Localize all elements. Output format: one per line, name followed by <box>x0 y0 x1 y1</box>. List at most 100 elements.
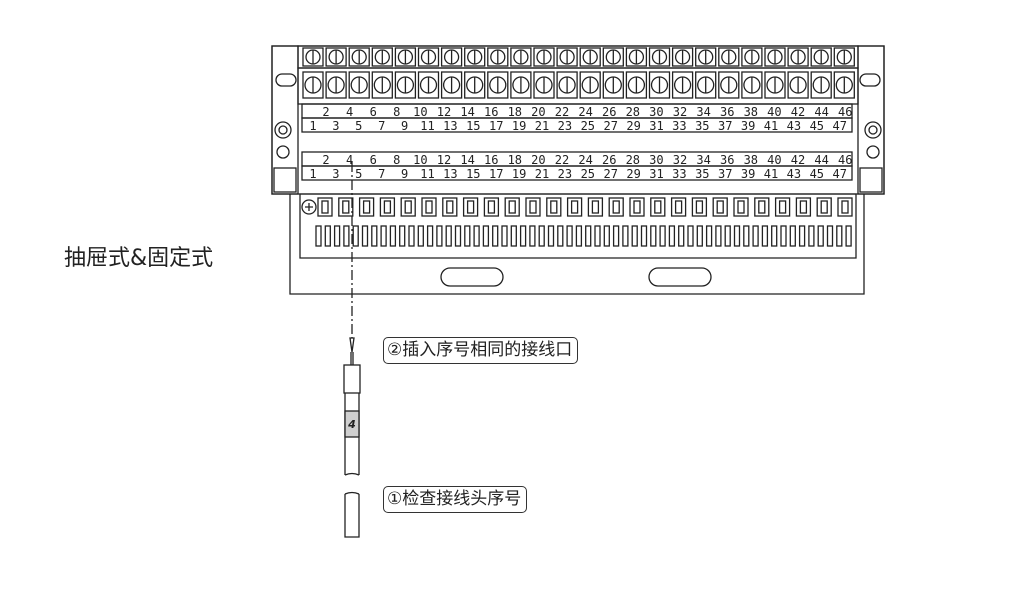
screw-cell-bottom <box>741 71 763 99</box>
screw-cell-top <box>695 47 717 67</box>
terminal-number: 11 <box>420 119 434 133</box>
terminal-number: 28 <box>626 153 640 167</box>
terminal-number: 7 <box>378 119 385 133</box>
terminal-number: 4 <box>346 153 353 167</box>
socket-slot <box>754 197 770 217</box>
terminal-number: 11 <box>420 167 434 181</box>
terminal-number: 45 <box>810 167 824 181</box>
connector-fin <box>612 225 620 247</box>
wire-with-connector: 4 <box>343 162 361 538</box>
terminal-number: 41 <box>764 119 778 133</box>
number-strip-odd <box>301 165 853 181</box>
screw-cell-top <box>371 47 393 67</box>
terminal-number: 6 <box>370 105 377 119</box>
screw-cell-bottom <box>348 71 370 99</box>
screw-cell-top <box>394 47 417 67</box>
mount-type-label: 抽屉式&固定式 <box>64 246 214 271</box>
terminal-number: 37 <box>718 167 732 181</box>
screw-cell-top <box>671 47 694 67</box>
connector-fin <box>743 225 750 247</box>
connector-fin <box>566 225 573 247</box>
connector-fin <box>845 225 852 247</box>
connector-fin <box>733 225 741 247</box>
terminal-number: 8 <box>393 105 400 119</box>
connector-fin <box>696 225 703 247</box>
connector-fin <box>426 225 434 247</box>
connector-fin <box>789 225 796 247</box>
terminal-number: 19 <box>512 119 526 133</box>
screw-cell-top <box>602 47 624 67</box>
terminal-number: 36 <box>720 153 734 167</box>
step-text: 检查接线头序号 <box>402 489 522 509</box>
socket-slot <box>462 197 479 217</box>
terminal-number: 7 <box>378 167 385 181</box>
screw-cell-top <box>510 47 532 67</box>
socket-pin <box>508 200 516 214</box>
wire-tag <box>344 410 360 438</box>
connector-fin <box>705 225 713 247</box>
connector-fin <box>510 225 517 247</box>
socket-slot <box>317 197 333 217</box>
terminal-number: 25 <box>581 167 595 181</box>
screw-cell-top <box>579 47 601 67</box>
number-strip-odd <box>301 117 853 133</box>
terminal-number: 12 <box>437 153 451 167</box>
socket-slot <box>587 197 604 217</box>
connector-fin <box>492 225 499 247</box>
right-hole <box>866 145 880 159</box>
connector-fin <box>752 225 759 247</box>
screw-cell-top <box>556 47 578 67</box>
socket-pin <box>342 200 350 214</box>
socket-slot <box>608 197 624 217</box>
screw-cell-bottom <box>695 71 717 99</box>
connector-fin <box>519 225 527 247</box>
socket-slot <box>837 197 853 217</box>
screw-cell-top <box>625 47 648 67</box>
terminal-number: 32 <box>673 153 687 167</box>
terminal-number: 9 <box>401 167 408 181</box>
mounting-slot-right <box>648 267 712 287</box>
connector-fin <box>678 225 685 247</box>
wire-break-lower <box>344 491 360 495</box>
connector-fin <box>724 225 731 247</box>
screw-cell-bottom <box>648 71 671 99</box>
socket-slot <box>379 197 396 217</box>
terminal-number: 15 <box>466 167 480 181</box>
connector-fin <box>771 225 778 247</box>
socket-housing <box>299 193 857 259</box>
socket-slot <box>733 197 749 217</box>
terminal-number: 44 <box>814 153 828 167</box>
socket-slot <box>566 197 583 217</box>
connector-fin <box>361 225 369 247</box>
connector-fin <box>417 225 424 247</box>
terminal-number: 3 <box>332 167 339 181</box>
terminal-number: 16 <box>484 105 498 119</box>
screw-cell-top <box>648 47 671 67</box>
terminal-block <box>271 45 885 295</box>
right-mount-screw <box>864 121 882 139</box>
step-check-wire-note: ①检查接线头序号 <box>383 486 528 513</box>
terminal-number: 13 <box>443 119 457 133</box>
terminal-number: 25 <box>581 119 595 133</box>
terminal-number: 19 <box>512 167 526 181</box>
socket-pin <box>612 200 620 214</box>
socket-slot <box>795 197 812 217</box>
connector-fin <box>547 225 555 247</box>
right-slot <box>859 73 881 87</box>
socket-pin <box>570 200 579 214</box>
step-marker: ① <box>387 489 403 509</box>
screw-cell-bottom <box>464 71 486 99</box>
base-plate <box>289 194 865 295</box>
terminal-number: 3 <box>332 119 339 133</box>
terminal-number: 30 <box>649 105 663 119</box>
screw-cell-top <box>464 47 486 67</box>
screw-cell-bottom <box>371 71 393 99</box>
screw-cell-bottom <box>325 71 347 99</box>
screw-cell-top <box>787 47 809 67</box>
left-mount-screw-inner <box>278 125 288 135</box>
terminal-number: 38 <box>744 105 758 119</box>
socket-pin <box>321 200 329 214</box>
screw-cell-top <box>417 47 440 67</box>
connector-fin <box>650 225 657 247</box>
